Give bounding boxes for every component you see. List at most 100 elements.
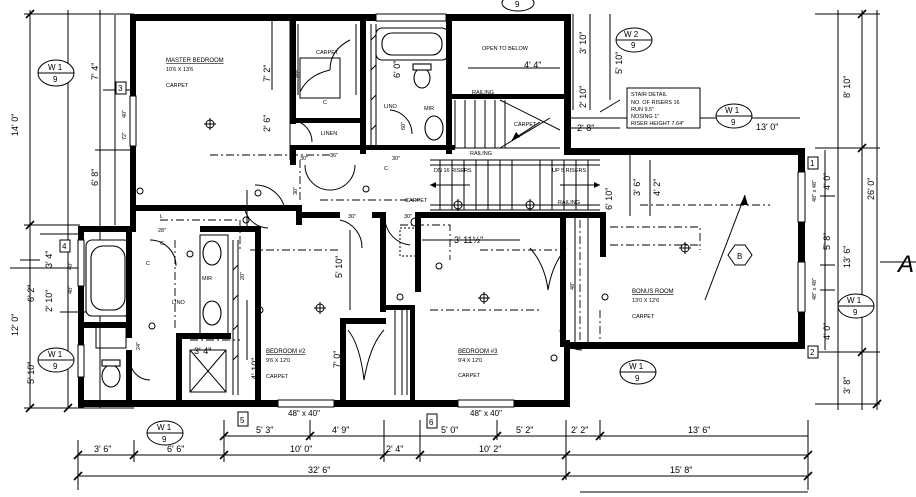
- tag-4-box: [59, 239, 71, 253]
- bonus-window-top: 48" x 48": [812, 180, 818, 202]
- svg-text:W 2: W 2: [624, 30, 639, 39]
- dim-24: 24": [136, 342, 142, 350]
- dim-20: 20": [240, 272, 246, 280]
- dim-4-10: 4' 10": [250, 358, 260, 380]
- bedroom3-finish: CARPET: [458, 373, 481, 379]
- bed3-window-size: 48" x 40": [470, 409, 502, 418]
- wall-tag-w1-right: W 1 9: [715, 103, 753, 129]
- dim-29: 29": [296, 70, 302, 78]
- dim-3-4: 3' 4": [194, 346, 211, 356]
- hall-l-label: L: [160, 214, 163, 220]
- wall-tag-top-oval: 9: [501, 0, 535, 12]
- railing-mid-label: RAILING: [470, 151, 492, 157]
- left-c-label: C: [160, 241, 164, 247]
- right-dimensions: 8' 10" 26' 0" 5' 10" 13' 6" 3' 8" 3' 6" …: [577, 32, 876, 394]
- box-tags: 3 4 5 6 1 2 B: [59, 81, 819, 429]
- bottom-r1-4: 2' 2": [571, 425, 588, 435]
- stair-detail-line-3: NOSING 1": [631, 114, 659, 120]
- tag-1-box: [807, 156, 819, 170]
- window-labels: 48" x 40" 48" x 40" 48" x 48" 48" x 48" …: [68, 110, 818, 418]
- wall-tag-w1-topleft: W 1 9: [37, 59, 75, 87]
- svg-text:9: 9: [162, 435, 167, 444]
- bottom-r1-1: 4' 9": [332, 425, 349, 435]
- bottom-r3-1: 15' 8": [670, 465, 692, 475]
- room-dimensions: 3' 11½" 4' 4" 7' 0" 5' 10" 3' 4" 4' 10" …: [136, 60, 541, 380]
- open-below-label: OPEN TO BELOW: [482, 46, 529, 52]
- stair-carpet-label: CARPET: [514, 122, 537, 128]
- bedroom3-size: 9'4 X 12'0: [458, 358, 482, 364]
- left-mid-2: 6' 2": [26, 285, 36, 302]
- tag-4: 4: [62, 242, 67, 251]
- bottom-r2-3: 2' 4": [386, 444, 403, 454]
- closet-c-label: C: [323, 100, 327, 106]
- top-dimensions: 2' 6" 7' 2" 6' 0": [262, 61, 402, 132]
- bottom-r2-1: 6' 6": [167, 444, 184, 454]
- right-inner-7: 4' 2": [652, 179, 662, 196]
- right-mid-2: 3' 8": [842, 377, 852, 394]
- railing-right-label: RAILING: [558, 200, 580, 206]
- section-marker: A: [880, 251, 916, 278]
- up-risers-label: UP 5 RISERS: [552, 168, 586, 174]
- toilet-lower: [101, 364, 121, 388]
- sink-lower-1: [202, 240, 222, 266]
- closet-carpet-label: CARPET: [316, 50, 339, 56]
- edge-letter: A: [896, 251, 914, 278]
- dim-5-10: 5' 10": [334, 256, 344, 278]
- dim-36: 36": [330, 153, 338, 159]
- tag-b: B: [737, 252, 742, 261]
- right-inner-8: 13' 0": [756, 122, 778, 132]
- tag-6: 6: [429, 418, 434, 427]
- bottom-r1-0: 5' 3": [256, 425, 273, 435]
- right-inner-0: 3' 6": [632, 179, 642, 196]
- wall-tag-w2: W 2 9: [615, 27, 653, 53]
- bonus-window-bottom: 48" x 48": [812, 278, 818, 300]
- bonus-room-size: 13'0 X 12'6: [632, 298, 659, 304]
- right-inner-2: 5' 8": [822, 233, 832, 250]
- right-inner-9: 2' 8": [577, 123, 594, 133]
- shower-stall: [189, 349, 227, 393]
- svg-text:W 1: W 1: [725, 106, 740, 115]
- walls: [78, 14, 805, 408]
- bedroom2-name: BEDROOM #2: [266, 349, 306, 355]
- left-bath-window: 48": [68, 286, 74, 294]
- dim-60: 60": [401, 122, 407, 130]
- svg-text:W 1: W 1: [629, 362, 644, 371]
- down-risers-label: DN 16 RISERS: [434, 168, 472, 174]
- master-bedroom-name: MASTER BEDROOM: [166, 58, 224, 64]
- top-dim-3: 6' 0": [392, 61, 402, 78]
- stair-detail-line-4: RISER HEIGHT 7.64": [631, 121, 684, 127]
- left-c2-label: C: [146, 261, 150, 267]
- svg-text:9: 9: [53, 362, 58, 371]
- svg-text:9: 9: [731, 118, 736, 127]
- bonus-room-finish: CARPET: [632, 314, 655, 320]
- bottom-r1-5: 13' 6": [688, 425, 710, 435]
- hexagon-b: [727, 244, 753, 266]
- dim-30d: 30": [392, 156, 400, 162]
- bottom-r1-2: 5' 0": [441, 425, 458, 435]
- dim-30a: 30": [300, 156, 308, 162]
- top-dim-1: 2' 6": [262, 115, 272, 132]
- svg-text:9: 9: [515, 0, 520, 9]
- left-mid-3: 5' 10": [26, 362, 36, 384]
- left-dimensions: 14' 0" 12' 0" 7' 4" 6' 8" 6' 2" 5' 10" 3…: [10, 63, 100, 384]
- left-mid-0: 7' 4": [90, 63, 100, 80]
- mir-lower-label: MIR: [202, 276, 212, 282]
- master-side-window: 72": [122, 132, 128, 140]
- sink-upper: [424, 115, 444, 141]
- bottom-dimensions: 5' 3" 4' 9" 5' 0" 5' 2" 2' 2" 13' 6" 3' …: [94, 425, 710, 475]
- left-outer-0: 14' 0": [10, 114, 20, 136]
- sink-lower-2: [202, 300, 222, 326]
- right-inner-4: 2' 10": [578, 86, 588, 108]
- bottom-r2-2: 10' 0": [290, 444, 312, 454]
- svg-text:9: 9: [635, 374, 640, 383]
- bottom-r3-0: 32' 6": [308, 465, 330, 475]
- bed3-side-window: 48": [570, 282, 576, 290]
- tag-2: 2: [810, 348, 815, 357]
- wall-tag-w1-farright: W 1 9: [837, 293, 875, 319]
- right-inner-1: 4' 0": [822, 323, 832, 340]
- dim-3-11: 3' 11½": [454, 235, 483, 245]
- dim-30b: 30": [348, 214, 356, 220]
- bonus-room-name: BONUS ROOM: [632, 289, 674, 295]
- tag-5: 5: [240, 416, 245, 425]
